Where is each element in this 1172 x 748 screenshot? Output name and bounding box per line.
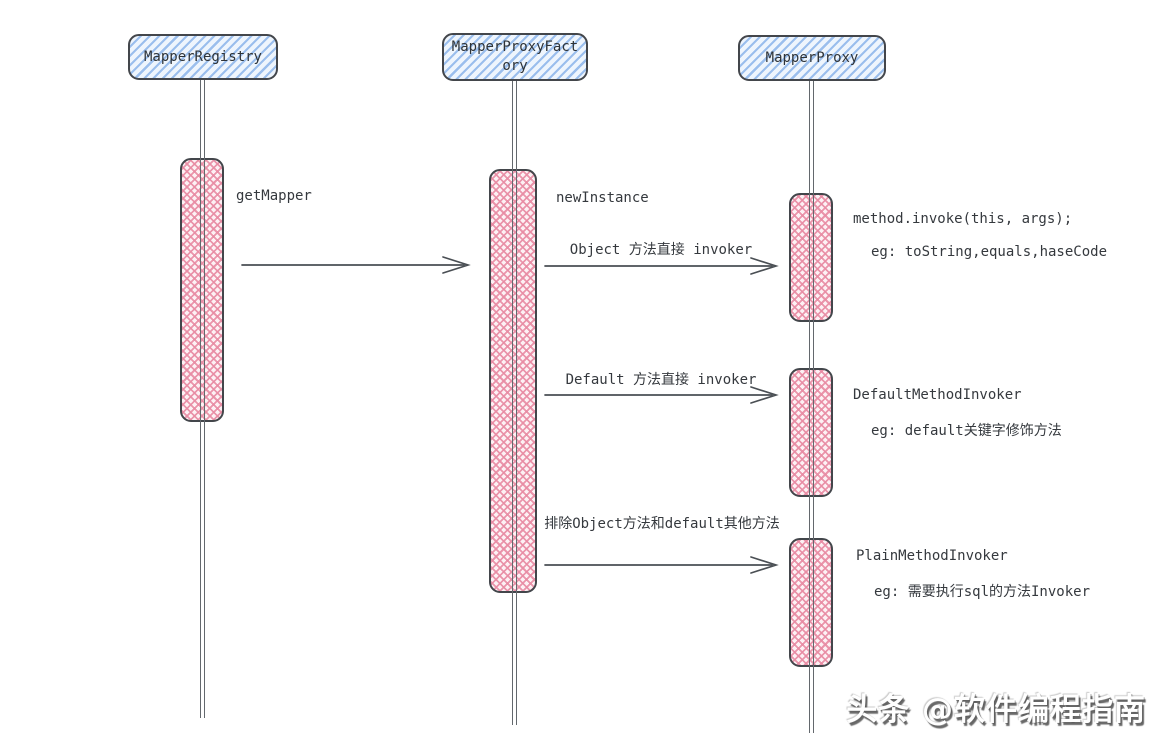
activation-mapper-proxy-object [789,193,833,322]
activation-mapper-registry [180,158,224,422]
activation-mapper-proxy-default [789,368,833,497]
arrow-object-invoker-head [750,257,779,275]
message-label-new-instance: newInstance [556,190,649,206]
activation-mapper-proxy-plain [789,538,833,667]
actor-box-mapper-proxy-factory: MapperProxyFactory [442,33,588,81]
arrow-get-mapper-head [442,256,471,274]
activation-mapper-proxy-factory [489,169,537,593]
message-label-default-invoker: Default 方法直接 invoker [565,372,757,388]
actor-label-mapper-proxy-factory: MapperProxyFactory [451,39,579,74]
note-plain-method-invoker-title: PlainMethodInvoker [856,548,1008,564]
actor-box-mapper-proxy: MapperProxy [738,35,886,81]
arrow-plain-invoker-head [750,556,779,574]
note-plain-method-invoker: PlainMethodInvoker eg: 需要执行sql的方法Invoker [856,548,1090,601]
arrow-default-invoker-head [750,386,779,404]
note-method-invoke: method.invoke(this, args); eg: toString,… [853,211,1107,260]
actor-label-mapper-proxy: MapperProxy [765,49,859,66]
note-method-invoke-example: eg: toString,equals,haseCode [871,244,1108,260]
message-label-exclude-other: 排除Object方法和default其他方法 [544,516,780,532]
actor-label-mapper-registry: MapperRegistry [143,48,262,65]
note-method-invoke-title: method.invoke(this, args); [853,211,1073,227]
lifeline-mapper-proxy-factory [512,81,517,725]
actor-box-mapper-registry: MapperRegistry [128,34,278,80]
message-label-object-invoker: Object 方法直接 invoker [569,242,753,258]
toutiao-watermark: 头条 @软件编程指南 [846,692,1146,728]
message-label-get-mapper: getMapper [236,188,312,204]
lifeline-mapper-proxy [809,81,814,733]
note-default-method-invoker-title: DefaultMethodInvoker [853,387,1022,403]
lifeline-mapper-registry [200,80,205,718]
note-default-method-invoker-example: eg: default关键字修饰方法 [871,423,1062,439]
note-default-method-invoker: DefaultMethodInvoker eg: default关键字修饰方法 [853,387,1062,440]
note-plain-method-invoker-example: eg: 需要执行sql的方法Invoker [874,584,1091,600]
